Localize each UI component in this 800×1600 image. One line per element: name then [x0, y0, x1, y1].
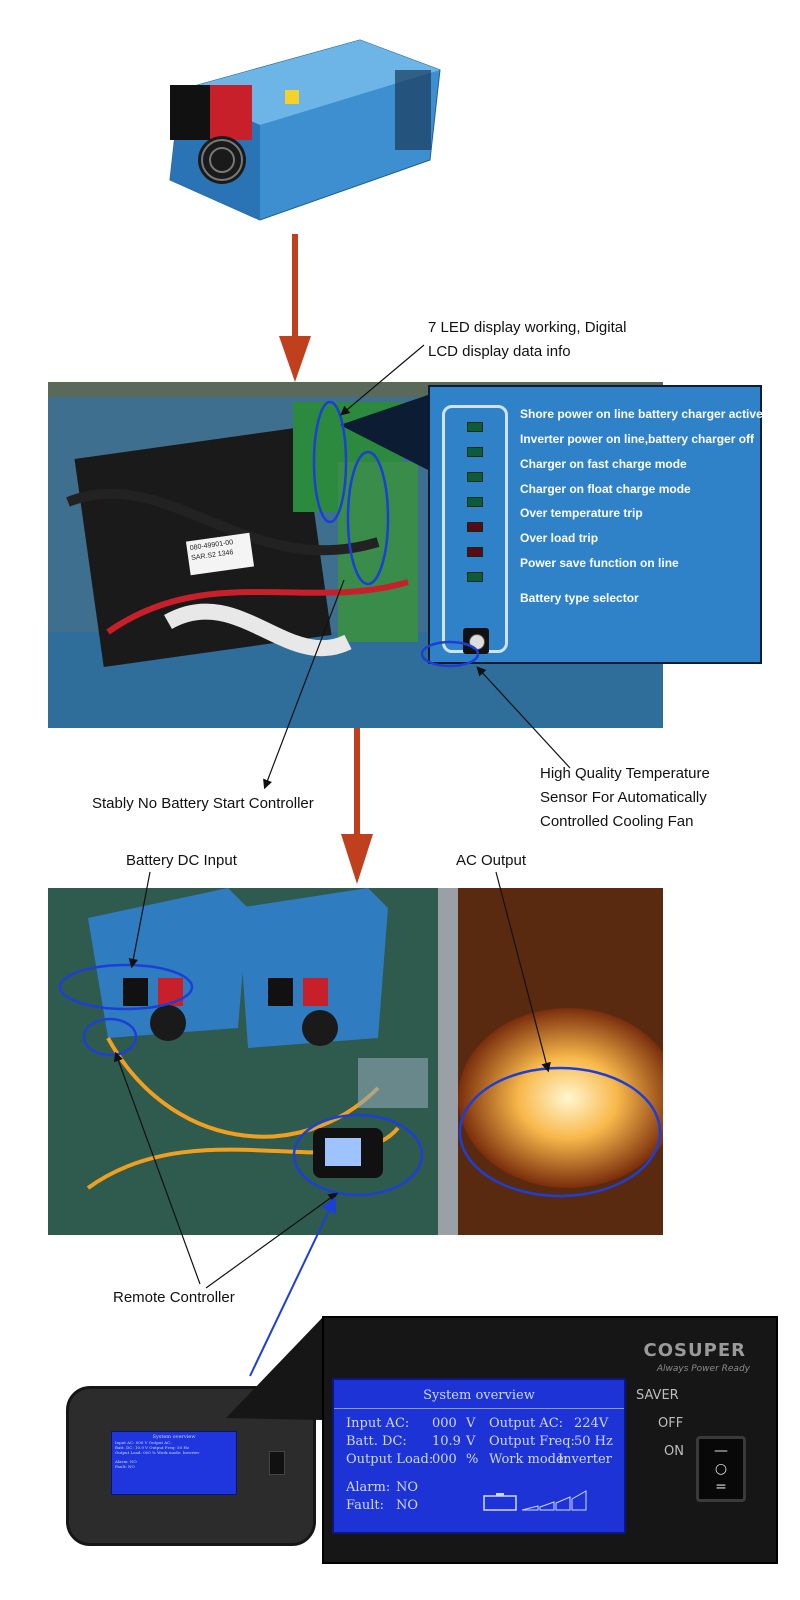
led-indicator-panel: Shore power on line battery charger acti… [428, 385, 763, 664]
small-lcd-line: Fault: NO [115, 1464, 135, 1469]
small-lcd-line: Input AC: 000 V Output AC: [115, 1440, 172, 1445]
lcd-output-load-label: Output Load: [346, 1452, 434, 1467]
led-indicator [467, 472, 483, 482]
led-indicator [467, 497, 483, 507]
lcd-title: System overview [423, 1388, 535, 1403]
led-display-annotation-line: LCD display data info [428, 343, 571, 360]
led-indicator [467, 572, 483, 582]
led-label: Charger on fast charge mode [520, 457, 687, 471]
led-display-annotation: 7 LED display working, Digital LCD displ… [428, 316, 626, 364]
small-lcd-screen: System overview Input AC: 000 V Output A… [111, 1431, 237, 1495]
lcd-screen: System overview Input AC: 000 V Output A… [332, 1378, 626, 1534]
small-lcd-line: Batt. DC: 10.9 V Output Freq: 50 Hz [115, 1445, 189, 1450]
lcd-output-freq-label: Output Freq: [489, 1434, 575, 1449]
remote-controller-annotation: Remote Controller [113, 1289, 235, 1306]
led-indicator [467, 447, 483, 457]
lcd-output-freq-value: 50 Hz [574, 1434, 613, 1449]
off-label: OFF [658, 1416, 684, 1431]
lcd-batt-dc-label: Batt. DC: [346, 1434, 407, 1449]
flow-arrow-2 [341, 728, 373, 884]
brand-logo: COSUPER [643, 1340, 746, 1361]
inverter-product-image [160, 30, 450, 230]
battery-level-icon [483, 1490, 587, 1511]
led-label: Charger on float charge mode [520, 482, 691, 496]
led-label: Shore power on line battery charger acti… [520, 407, 763, 421]
temperature-sensor-line: High Quality Temperature [540, 765, 710, 782]
led-label: Inverter power on line,battery charger o… [520, 432, 755, 446]
temperature-sensor-annotation: High Quality Temperature Sensor For Auto… [540, 762, 710, 834]
temperature-sensor-line: Controlled Cooling Fan [540, 813, 694, 830]
lcd-output-ac-label: Output AC: [489, 1416, 564, 1431]
on-label: ON [664, 1444, 684, 1459]
led-display-annotation-line: 7 LED display working, Digital [428, 319, 627, 336]
led-label: Over load trip [520, 531, 599, 545]
lcd-alarm-value: NO [396, 1480, 419, 1495]
small-lcd-line: Alarm: NO [115, 1459, 137, 1464]
flow-arrow-1 [279, 234, 311, 382]
lcd-output-load-unit: % [466, 1452, 479, 1467]
small-lcd-title: System overview [152, 1434, 196, 1440]
lcd-fault-label: Fault: [346, 1498, 385, 1513]
saver-switch[interactable]: — ○ = [696, 1436, 746, 1502]
battery-selector-label: Battery type selector [520, 591, 639, 605]
small-power-switch [269, 1451, 285, 1475]
ac-output-annotation: AC Output [456, 852, 527, 869]
switch-dash-icon: — [714, 1443, 728, 1459]
remote-display-callout: COSUPER Always Power Ready System overvi… [322, 1316, 778, 1564]
small-lcd-line: Output Load: 000 % Work mode: Inverter [115, 1450, 200, 1455]
lcd-work-mode-label: Work mode: [489, 1452, 569, 1467]
remote-controller-device: System overview Input AC: 000 V Output A… [66, 1386, 316, 1546]
led-strip [442, 405, 508, 654]
lcd-divider [334, 1408, 624, 1409]
lcd-batt-dc-unit: V [466, 1434, 476, 1449]
battery-type-selector-dial [463, 628, 489, 654]
led-indicator [467, 547, 483, 557]
switch-circle-icon: ○ [714, 1461, 728, 1477]
test-setup-photo [48, 888, 663, 1235]
led-indicator [467, 422, 483, 432]
lcd-input-ac-value: 000 [432, 1416, 457, 1431]
temperature-sensor-line: Sensor For Automatically [540, 789, 707, 806]
lcd-work-mode-value: Inverter [558, 1452, 612, 1467]
brand-tagline: Always Power Ready [656, 1364, 750, 1374]
switch-equals-icon: = [715, 1479, 727, 1495]
lcd-input-ac-unit: V [466, 1416, 476, 1431]
led-label: Power save function on line [520, 556, 679, 570]
lcd-batt-dc-value: 10.9 [432, 1434, 461, 1449]
lcd-alarm-label: Alarm: [346, 1480, 391, 1495]
lcd-fault-value: NO [396, 1498, 419, 1513]
led-indicator [467, 522, 483, 532]
saver-label: SAVER [636, 1388, 679, 1403]
no-battery-start-annotation: Stably No Battery Start Controller [92, 795, 314, 812]
led-label: Over temperature trip [520, 506, 643, 520]
lcd-output-ac-value: 224V [574, 1416, 609, 1431]
battery-dc-input-annotation: Battery DC Input [126, 852, 237, 869]
lcd-input-ac-label: Input AC: [346, 1416, 410, 1431]
lcd-output-load-value: 000 [432, 1452, 457, 1467]
